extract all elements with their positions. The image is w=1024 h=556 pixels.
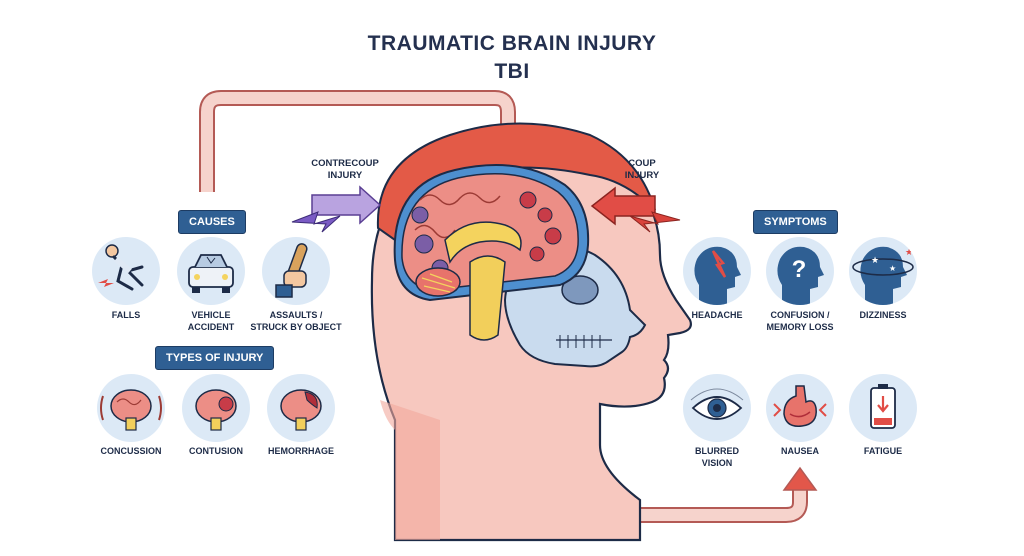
assaults-label: ASSAULTS / STRUCK BY OBJECT	[241, 309, 351, 333]
dizzy-head-icon: ★ ★ ★	[849, 237, 917, 305]
svg-text:★: ★	[905, 247, 913, 257]
hemorrhage-label: HEMORRHAGE	[246, 445, 356, 457]
nausea-label-line1: NAUSEA	[780, 446, 819, 456]
brain-cross-section	[393, 164, 590, 341]
diagram-subtitle: TBI	[494, 60, 530, 83]
fatigue-label: FATIGUE	[828, 445, 938, 457]
falls-label: FALLS	[71, 309, 181, 321]
coup-arrow	[590, 186, 681, 233]
contusion-brain-icon	[182, 374, 250, 442]
confusion-line2: MEMORY LOSS	[766, 322, 834, 332]
diagram-title: TRAUMATIC BRAIN INJURY	[367, 32, 657, 55]
contrecoup-label-line2: INJURY	[327, 170, 363, 181]
contusion-label: CONTUSION	[161, 445, 271, 457]
coup-label-line2: INJURY	[624, 170, 660, 181]
concussion-label-line1: CONCUSSION	[100, 446, 162, 456]
concussion-brain-icon	[97, 374, 165, 442]
headache-icon	[683, 237, 751, 305]
low-battery-icon	[849, 374, 917, 442]
concussion-label: CONCUSSION	[76, 445, 186, 457]
question-head-icon: ?	[766, 237, 834, 305]
blurred-vision-line1: BLURRED	[695, 446, 739, 456]
nausea-label: NAUSEA	[745, 445, 855, 457]
contusion-label-line1: CONTUSION	[189, 446, 243, 456]
eye-icon	[683, 374, 751, 442]
falls-label-line1: FALLS	[111, 310, 141, 320]
coup-injury-label: COUP INJURY	[612, 158, 672, 182]
vehicle-accident-label: VEHICLE ACCIDENT	[156, 309, 266, 333]
vehicle-accident-line1: VEHICLE	[191, 310, 231, 320]
blurred-vision-line2: VISION	[701, 458, 733, 468]
symptoms-heading: SYMPTOMS	[753, 210, 838, 234]
falling-person-icon	[92, 237, 160, 305]
hemorrhage-label-line1: HEMORRHAGE	[267, 446, 334, 456]
contrecoup-injury-label: CONTRECOUP INJURY	[300, 158, 390, 182]
assaults-line2: STRUCK BY OBJECT	[250, 322, 342, 332]
stomach-icon	[766, 374, 834, 442]
causes-heading: CAUSES	[178, 210, 246, 234]
headache-label: HEADACHE	[662, 309, 772, 321]
types-of-injury-heading: TYPES OF INJURY	[155, 346, 275, 370]
hemorrhage-brain-icon	[267, 374, 335, 442]
svg-text:★: ★	[889, 264, 896, 273]
blurred-vision-label: BLURRED VISION	[662, 445, 772, 469]
dizziness-label-line1: DIZZINESS	[859, 310, 907, 320]
vehicle-accident-line2: ACCIDENT	[187, 322, 235, 332]
confusion-line1: CONFUSION /	[770, 310, 830, 320]
assaults-line1: ASSAULTS /	[269, 310, 323, 320]
fist-bat-icon	[262, 237, 330, 305]
fatigue-label-line1: FATIGUE	[863, 446, 903, 456]
svg-text:★: ★	[871, 255, 879, 265]
contrecoup-label-line1: CONTRECOUP	[311, 158, 379, 169]
car-icon	[177, 237, 245, 305]
svg-text:?: ?	[792, 256, 807, 283]
headache-label-line1: HEADACHE	[691, 310, 743, 320]
contrecoup-arrow	[291, 185, 382, 233]
confusion-label: CONFUSION / MEMORY LOSS	[745, 309, 855, 333]
coup-label-line1: COUP	[628, 158, 656, 169]
dizziness-label: DIZZINESS	[828, 309, 938, 321]
